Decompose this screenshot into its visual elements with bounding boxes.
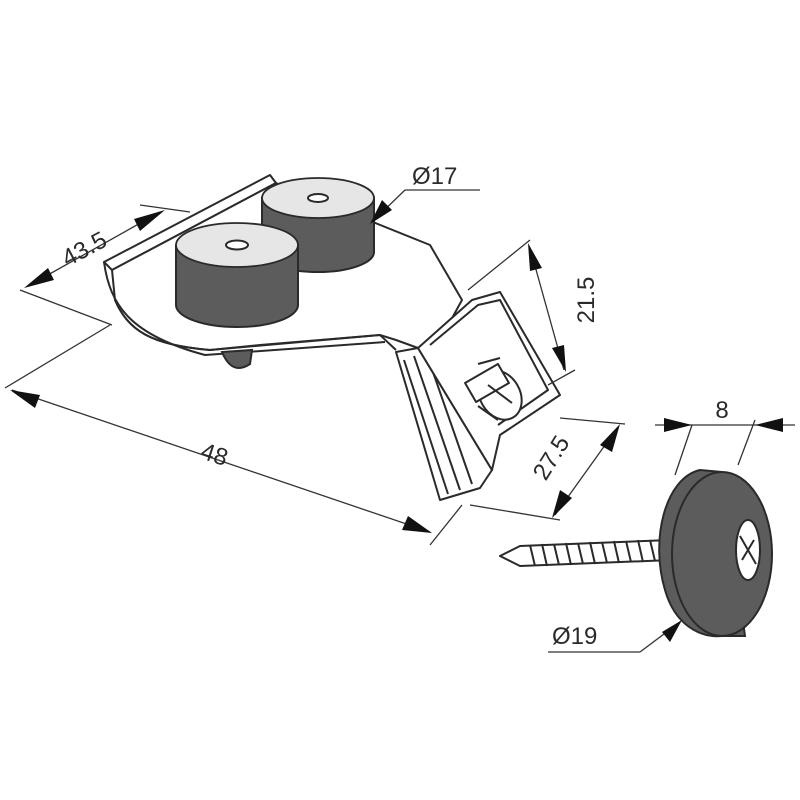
dim-8 bbox=[655, 418, 795, 476]
dim-dia-17-leader bbox=[370, 189, 480, 224]
dim-21-5 bbox=[467, 239, 576, 386]
bracket-assembly bbox=[103, 174, 561, 501]
clamp-screw bbox=[464, 357, 523, 421]
dim-label-dia-17: Ø17 bbox=[412, 163, 457, 190]
screw-bumper-part bbox=[499, 468, 773, 638]
dim-48 bbox=[4, 324, 463, 546]
bracket-underside-stud bbox=[220, 348, 254, 369]
bracket-front-lip bbox=[114, 299, 397, 351]
dimension-lines bbox=[4, 189, 795, 653]
dim-label-43-5: 43.5 bbox=[58, 226, 112, 272]
dim-label-21-5: 21.5 bbox=[573, 277, 600, 324]
dim-label-27-5: 27.5 bbox=[528, 431, 576, 485]
dim-dia-19-leader bbox=[548, 620, 682, 653]
dim-label-48: 48 bbox=[197, 438, 231, 472]
clamp-front-plate bbox=[395, 347, 493, 501]
threaded-shaft bbox=[499, 539, 673, 567]
dim-label-dia-19: Ø19 bbox=[552, 623, 597, 650]
dim-label-8: 8 bbox=[715, 397, 728, 424]
bracket-front-lip-inner bbox=[103, 261, 386, 356]
rubber-roller-front bbox=[175, 222, 299, 328]
dim-27-5 bbox=[469, 417, 626, 521]
rubber-bumper-disc bbox=[658, 468, 773, 638]
dim-43-5 bbox=[19, 204, 191, 326]
clamp-rear-plate-inner bbox=[429, 299, 549, 426]
